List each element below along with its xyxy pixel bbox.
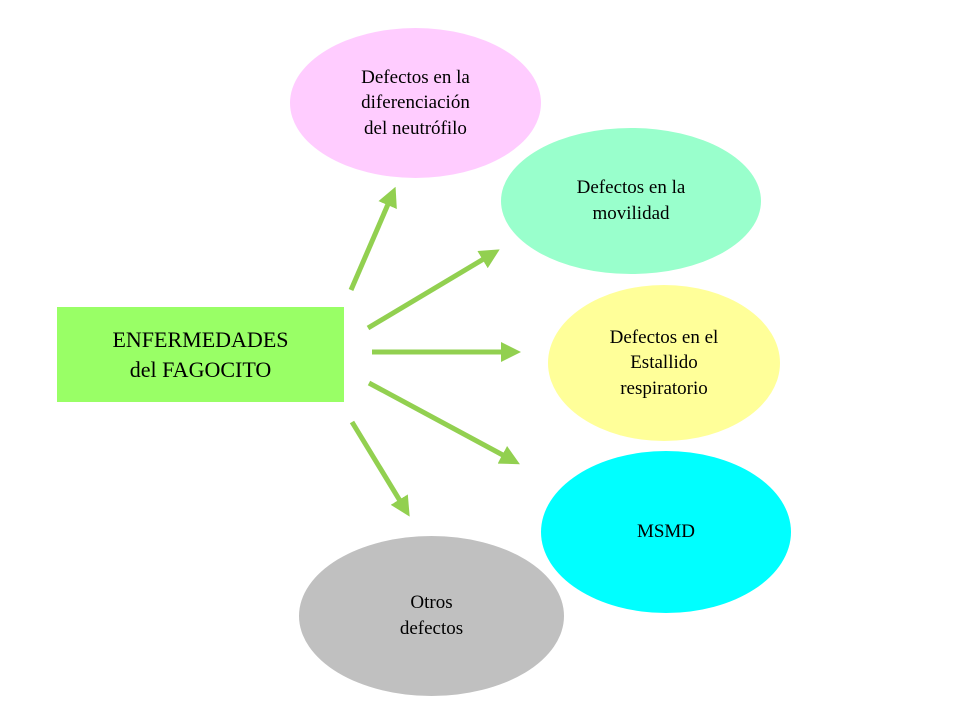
node-estallido-respiratorio: Defectos en el Estallido respiratorio xyxy=(548,285,780,441)
node-estallido-label: Defectos en el Estallido respiratorio xyxy=(609,326,719,399)
node-msmd-label: MSMD xyxy=(636,521,696,543)
node-msmd: MSMD xyxy=(541,451,791,613)
node-otros-label: Otros defectos xyxy=(399,592,464,639)
node-otros-defectos: Otros defectos xyxy=(299,536,564,696)
arrow-to-diferenciacion xyxy=(348,186,397,291)
center-box-label: ENFERMEDADES del FAGOCITO xyxy=(112,326,289,382)
node-movilidad: Defectos en la movilidad xyxy=(501,128,761,274)
arrow-to-otros xyxy=(349,420,410,517)
center-box-enfermedades: ENFERMEDADES del FAGOCITO xyxy=(57,307,344,402)
arrow-to-movilidad xyxy=(366,249,500,331)
node-diferenciacion-label: Defectos en la diferenciación del neutró… xyxy=(361,66,470,139)
node-movilidad-label: Defectos en la movilidad xyxy=(576,177,686,224)
arrow-to-msmd xyxy=(367,380,520,465)
node-diferenciacion: Defectos en la diferenciación del neutró… xyxy=(290,28,541,178)
